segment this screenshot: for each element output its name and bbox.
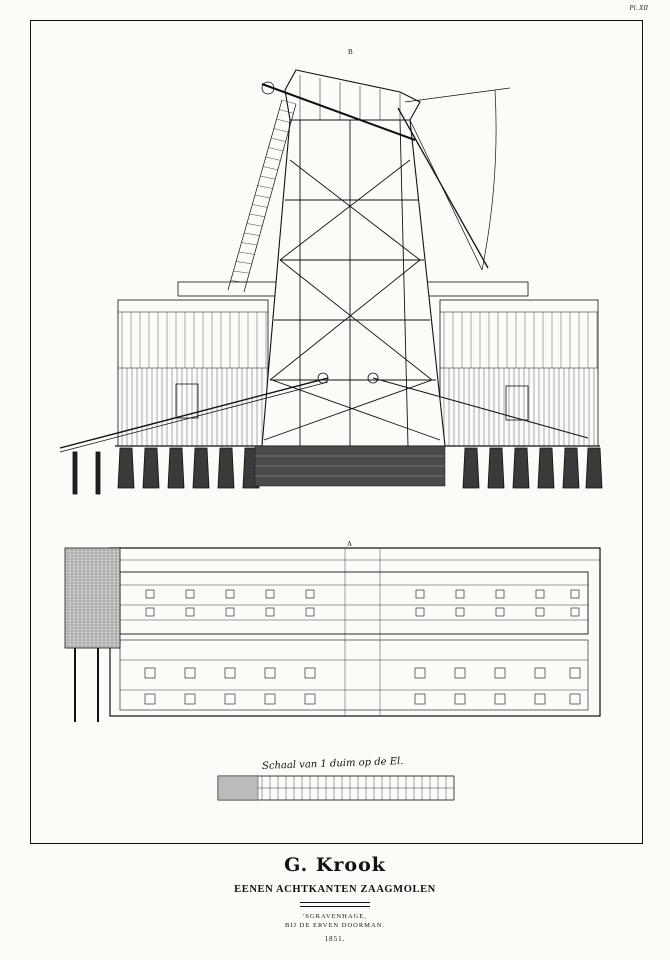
plate-subtitle: EENEN ACHTKANTEN ZAAGMOLEN <box>234 884 436 895</box>
tower-body <box>261 119 446 447</box>
elevation-label: B <box>348 48 353 56</box>
publisher-name: BIJ DE ERVEN DOORMAN. <box>285 922 385 929</box>
plan-view <box>64 547 601 722</box>
decorative-rule <box>300 902 370 907</box>
plan-label: A <box>347 540 353 548</box>
publication-place: 'SGRAVENHAGE, <box>303 913 367 920</box>
left-shed <box>117 299 269 447</box>
title-block: G. Krook EENEN ACHTKANTEN ZAAGMOLEN 'SGR… <box>0 850 670 943</box>
left-sail <box>227 99 297 293</box>
elevation-view <box>59 69 603 495</box>
publication-year: 1851. <box>324 935 346 943</box>
log-slide <box>59 377 329 449</box>
windshaft-hub <box>261 81 275 95</box>
scale-bar <box>217 775 455 801</box>
foundation-piles <box>72 447 603 495</box>
drawing-frame <box>30 20 643 844</box>
plate-number: Pl. XII <box>629 4 648 12</box>
author-name: G. Krook <box>284 854 386 876</box>
right-sail <box>397 87 511 271</box>
